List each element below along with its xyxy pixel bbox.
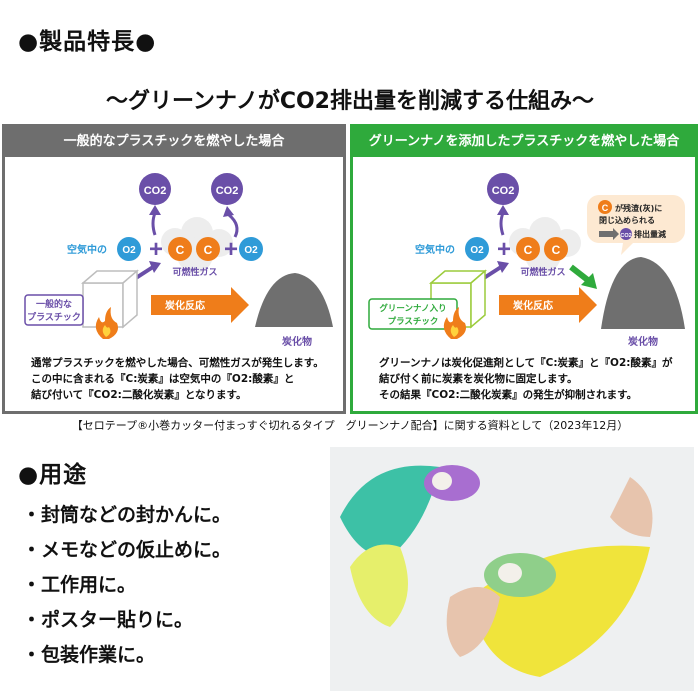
svg-text:プラスチック: プラスチック [388, 316, 439, 327]
air-label: 空気中の [415, 243, 455, 256]
panel-description: グリーンナノは炭化促進剤として『C:炭素』と『O2:酸素』が 結び付く前に炭素を… [379, 357, 673, 401]
leaf-paper-icon [340, 465, 440, 558]
source-caption: 【セロテープ®小巻カッター付まっすぐ切れるタイプ グリーンナノ配合】に関する資料… [71, 419, 629, 432]
list-item: ・包装作業に。 [22, 644, 156, 666]
combustible-gas-cloud: C C 可燃性ガス [161, 217, 233, 278]
ash-trap-bubble: C が残渣(灰)に 閉じ込められる CO2 排出量減 [587, 195, 685, 255]
char-label: 炭化物 [282, 335, 312, 348]
carbon-icon: C [552, 243, 561, 257]
svg-text:閉じ込められる: 閉じ込められる [599, 215, 655, 225]
hand-icon [610, 477, 653, 537]
plus-icon: + [497, 236, 511, 263]
list-item: ・封筒などの封かんに。 [22, 504, 232, 526]
svg-text:CO2: CO2 [492, 185, 515, 197]
combustible-gas-cloud: C C 可燃性ガス [509, 217, 581, 278]
reaction-label: 炭化反応 [165, 299, 205, 312]
features-title: ●製品特長● [18, 29, 157, 55]
panel-header: 一般的なプラスチックを燃やした場合 [5, 127, 343, 157]
svg-text:CO2: CO2 [620, 233, 631, 239]
o2-molecule-icon: O2 [465, 237, 489, 261]
product-usage-photo [330, 447, 694, 691]
rising-arrow-icon [499, 212, 505, 236]
char-pile-icon [255, 273, 333, 327]
air-label: 空気中の [67, 243, 107, 256]
capture-arrow-icon [569, 264, 591, 284]
rising-arrow-icon [228, 213, 239, 238]
svg-text:一般的な: 一般的な [36, 298, 72, 310]
svg-text:グリーンナノ入り: グリーンナノ入り [379, 303, 446, 314]
conventional-combustion-diagram: CO2 CO2 空気中の O2 + C C 可燃性ガス + [24, 173, 333, 348]
list-item: ・メモなどの仮止めに。 [22, 539, 232, 561]
uses-title: ●用途 [18, 462, 88, 488]
svg-text:O2: O2 [244, 245, 258, 256]
svg-text:排出量減: 排出量減 [634, 229, 666, 239]
conventional-plastic-panel: 一般的なプラスチックを燃やした場合 CO2 CO2 空気中の O2 + C C [2, 124, 346, 414]
panel-description: 通常プラスチックを燃やした場合、可燃性ガスが発生します。 この中に含まれる『C:… [31, 357, 324, 401]
svg-text:プラスチック: プラスチック [27, 311, 81, 323]
flame-icon [95, 307, 118, 339]
o2-molecule-icon: O2 [117, 237, 141, 261]
svg-text:O2: O2 [470, 245, 484, 256]
uses-list: ・封筒などの封かんに。 ・メモなどの仮止めに。 ・工作用に。 ・ポスター貼りに。… [22, 500, 231, 675]
char-pile-icon [601, 257, 685, 329]
char-label: 炭化物 [628, 335, 658, 348]
svg-text:CO2: CO2 [216, 185, 239, 197]
plastic-label-box [24, 294, 84, 326]
reaction-arrow [499, 295, 579, 315]
carbon-icon: C [524, 243, 533, 257]
co2-molecule-icon: CO2 [139, 173, 171, 205]
list-item: ・工作用に。 [22, 574, 137, 596]
panel-header: グリーンナノを添加したプラスチックを燃やした場合 [353, 127, 695, 157]
svg-text:O2: O2 [122, 245, 136, 256]
svg-text:CO2: CO2 [144, 185, 167, 197]
reaction-label: 炭化反応 [513, 299, 553, 312]
carbon-icon: C [176, 243, 185, 257]
plus-icon: + [149, 236, 163, 263]
hand-icon [446, 587, 500, 657]
greennano-plastic-panel: グリーンナノを添加したプラスチックを燃やした場合 CO2 空気中の O2 + C… [350, 124, 698, 414]
co2-molecule-icon: CO2 [487, 173, 519, 205]
o2-molecule-icon: O2 [239, 237, 263, 261]
svg-text:C: C [602, 203, 609, 213]
gas-label: 可燃性ガス [172, 266, 217, 278]
list-item: ・ポスター貼りに。 [22, 609, 194, 631]
rising-arrow-icon [151, 212, 157, 236]
flame-icon [443, 307, 466, 339]
co2-molecule-icon: CO2 [211, 173, 243, 205]
carbon-icon: C [204, 243, 213, 257]
leaf-paper-icon [350, 544, 408, 627]
mechanism-subtitle: ～グリーンナノがCO2排出量を削減する仕組み～ [106, 89, 594, 114]
svg-text:が残渣(灰)に: が残渣(灰)に [615, 203, 662, 213]
plus-icon: + [224, 236, 238, 263]
gas-label: 可燃性ガス [520, 266, 565, 278]
greennano-combustion-diagram: CO2 空気中の O2 + C C 可燃性ガス C が残渣(灰)に 閉じ込 [368, 173, 685, 348]
reaction-arrow [151, 295, 231, 315]
